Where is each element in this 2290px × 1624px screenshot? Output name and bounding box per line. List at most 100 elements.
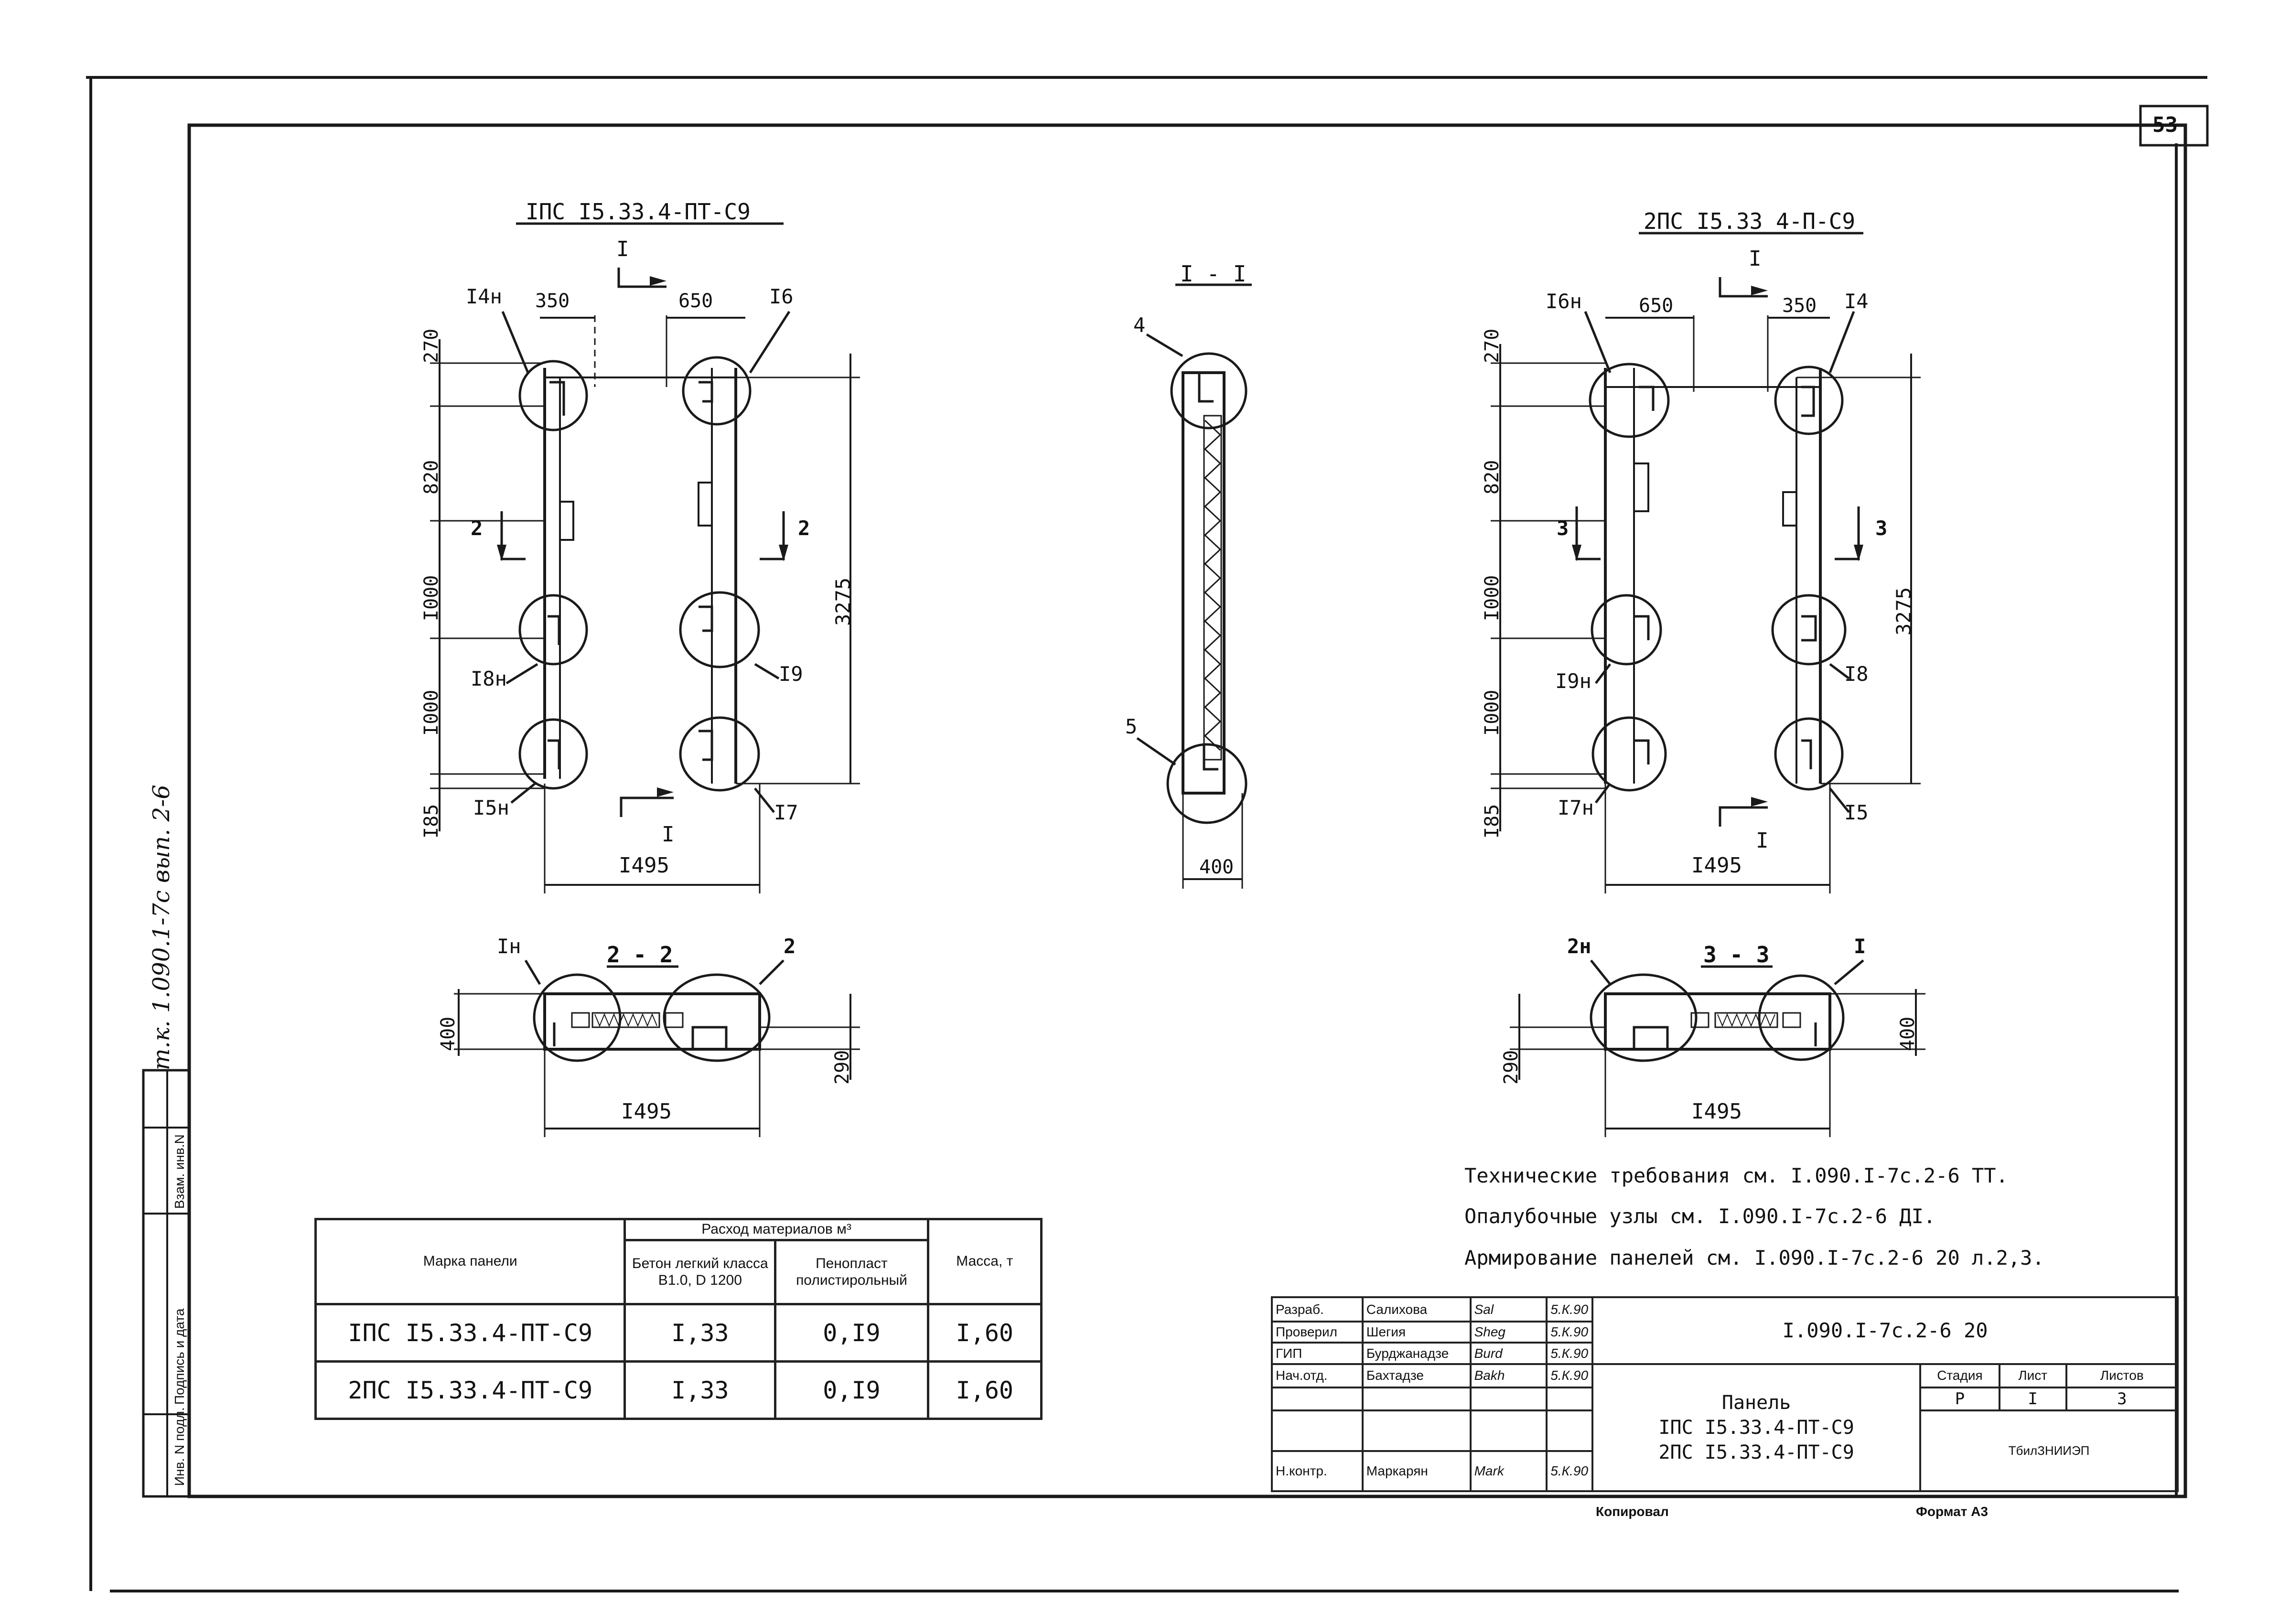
section-3-3-title: 3 - 3 <box>1703 942 1770 968</box>
side-stamp-replaced: Взам. инв.N <box>172 1134 187 1209</box>
right-dim-820: 820 <box>1481 460 1503 495</box>
right-dim-1000b: I000 <box>1481 689 1503 736</box>
signature <box>1469 1386 1548 1412</box>
name: Бурджанадзе <box>1361 1342 1472 1365</box>
panel-title-line: IПС I5.33.4-ПТ-С9 <box>1658 1416 1854 1439</box>
name <box>1361 1409 1472 1452</box>
format-label: Формат А3 <box>1916 1504 1988 1519</box>
right-panel-view <box>1491 232 1921 893</box>
left-dim-270: 270 <box>420 328 442 363</box>
section-1-1-node-4: 4 <box>1133 313 1146 337</box>
date <box>1546 1386 1594 1412</box>
right-node-14: I4 <box>1844 290 1869 313</box>
sheet-label: Лист <box>1998 1363 2067 1388</box>
side-stamp-inv: Инв. N подл. <box>172 1407 187 1486</box>
section-3-3-node-2n: 2н <box>1567 935 1591 958</box>
stage-label: Стадия <box>1919 1363 2000 1388</box>
row-mark: 2ПС I5.33.4-ПТ-С9 <box>314 1360 626 1420</box>
left-section-mark-2a: 2 <box>471 516 483 540</box>
name <box>1361 1386 1472 1412</box>
left-dim-820: 820 <box>420 460 442 495</box>
title-block: Разраб. Салихова Sal 5.К.90 I.090.I-7с.2… <box>1271 1296 2179 1493</box>
role: Проверил <box>1271 1320 1364 1344</box>
signature: Bakh <box>1469 1363 1548 1388</box>
date: 5.К.90 <box>1546 1450 1594 1493</box>
row-concrete: I,33 <box>624 1303 777 1363</box>
section-1-1-node-5: 5 <box>1125 715 1138 738</box>
signature <box>1469 1409 1548 1452</box>
right-section-mark-3a: 3 <box>1557 516 1569 540</box>
left-section-mark-top: I <box>616 237 629 261</box>
name: Салихова <box>1361 1296 1472 1323</box>
panel-title: Панель IПС I5.33.4-ПТ-С9 2ПС I5.33.4-ПТ-… <box>1591 1363 1922 1493</box>
signature: Sal <box>1469 1296 1548 1323</box>
panel-title-line: Панель <box>1721 1391 1791 1414</box>
sheets-value: 3 <box>2065 1386 2179 1412</box>
right-section-mark-3b: 3 <box>1875 516 1888 540</box>
section-2-2-dim-1495: I495 <box>621 1099 672 1124</box>
section-1-1-dim-400: 400 <box>1199 856 1234 878</box>
header-foam: Пенопласт полистирольный <box>774 1239 929 1305</box>
left-node-14n: I4н <box>466 285 502 308</box>
role <box>1271 1386 1364 1412</box>
materials-table: Марка панели Расход материалов м³ Масса,… <box>314 1218 1043 1420</box>
row-concrete: I,33 <box>624 1360 777 1420</box>
section-2-2-node-2: 2 <box>784 935 796 958</box>
name: Маркарян <box>1361 1450 1472 1493</box>
left-view-title: IПС I5.33.4-ПТ-С9 <box>526 199 751 225</box>
side-stamp-sign-date: Подпись и дата <box>172 1308 187 1405</box>
section-2-2-drawing <box>454 959 860 1137</box>
role: Разраб. <box>1271 1296 1364 1323</box>
right-dim-650: 650 <box>1639 295 1674 317</box>
table-row: IПС I5.33.4-ПТ-С9 I,33 0,I9 I,60 <box>314 1303 1043 1363</box>
right-dim-185: I85 <box>1481 804 1503 839</box>
left-dim-185: I85 <box>420 804 442 839</box>
right-node-15: I5 <box>1844 801 1869 824</box>
page-number: 53 <box>2152 113 2178 137</box>
section-1-1-drawing <box>1136 283 1252 889</box>
organization: ТбилЗНИИЭП <box>1919 1409 2179 1492</box>
right-node-18: I8 <box>1844 662 1869 686</box>
section-2-2-dim-290: 290 <box>831 1050 853 1085</box>
section-3-3-node-1: I <box>1854 935 1866 958</box>
role: ГИП <box>1271 1342 1364 1365</box>
header-panel-mark: Марка панели <box>314 1218 626 1305</box>
row-mark: IПС I5.33.4-ПТ-С9 <box>314 1303 626 1363</box>
note-formwork-nodes: Опалубочные узлы см. I.090.I-7с.2-6 ДI. <box>1464 1205 1936 1228</box>
row-foam: 0,I9 <box>774 1303 929 1363</box>
right-dim-270: 270 <box>1481 328 1503 363</box>
right-view-title: 2ПС I5.33 4-П-С9 <box>1644 208 1856 234</box>
date: 5.К.90 <box>1546 1320 1594 1344</box>
left-node-15n: I5н <box>473 796 509 819</box>
right-dim-350: 350 <box>1782 295 1817 317</box>
signature: Burd <box>1469 1342 1548 1365</box>
left-node-16: I6 <box>769 285 794 308</box>
section-2-2-title: 2 - 2 <box>607 942 673 968</box>
left-dim-350: 350 <box>535 290 570 312</box>
right-dim-1495: I495 <box>1691 853 1742 878</box>
left-dim-1000b: I000 <box>420 689 442 736</box>
right-node-19n: I9н <box>1555 669 1591 693</box>
table-row: 2ПС I5.33.4-ПТ-С9 I,33 0,I9 I,60 <box>314 1360 1043 1420</box>
side-note: т.к. 1.090.1-7с вып. 2-6 <box>148 785 175 1070</box>
left-node-19: I9 <box>779 662 803 686</box>
section-3-3-drawing <box>1510 959 1925 1137</box>
inner-border <box>187 123 2187 1498</box>
left-node-17: I7 <box>774 801 798 824</box>
left-section-mark-bottom: I <box>662 822 675 847</box>
role: Н.контр. <box>1271 1450 1364 1493</box>
row-mass: I,60 <box>926 1360 1043 1420</box>
right-node-17n: I7н <box>1558 796 1594 819</box>
header-mass: Масса, т <box>926 1218 1043 1305</box>
left-panel-view <box>430 222 860 893</box>
date: 5.К.90 <box>1546 1296 1594 1323</box>
header-concrete: Бетон легкий класса В1.0, D 1200 <box>624 1239 777 1305</box>
role: Нач.отд. <box>1271 1363 1364 1388</box>
panel-title-line: 2ПС I5.33.4-ПТ-С9 <box>1658 1441 1854 1463</box>
left-dim-1000a: I000 <box>420 575 442 621</box>
note-technical-requirements: Технические требования см. I.090.I-7с.2-… <box>1464 1164 2008 1187</box>
row-mass: I,60 <box>926 1303 1043 1363</box>
role <box>1271 1409 1364 1452</box>
right-node-16n: I6н <box>1546 290 1582 313</box>
